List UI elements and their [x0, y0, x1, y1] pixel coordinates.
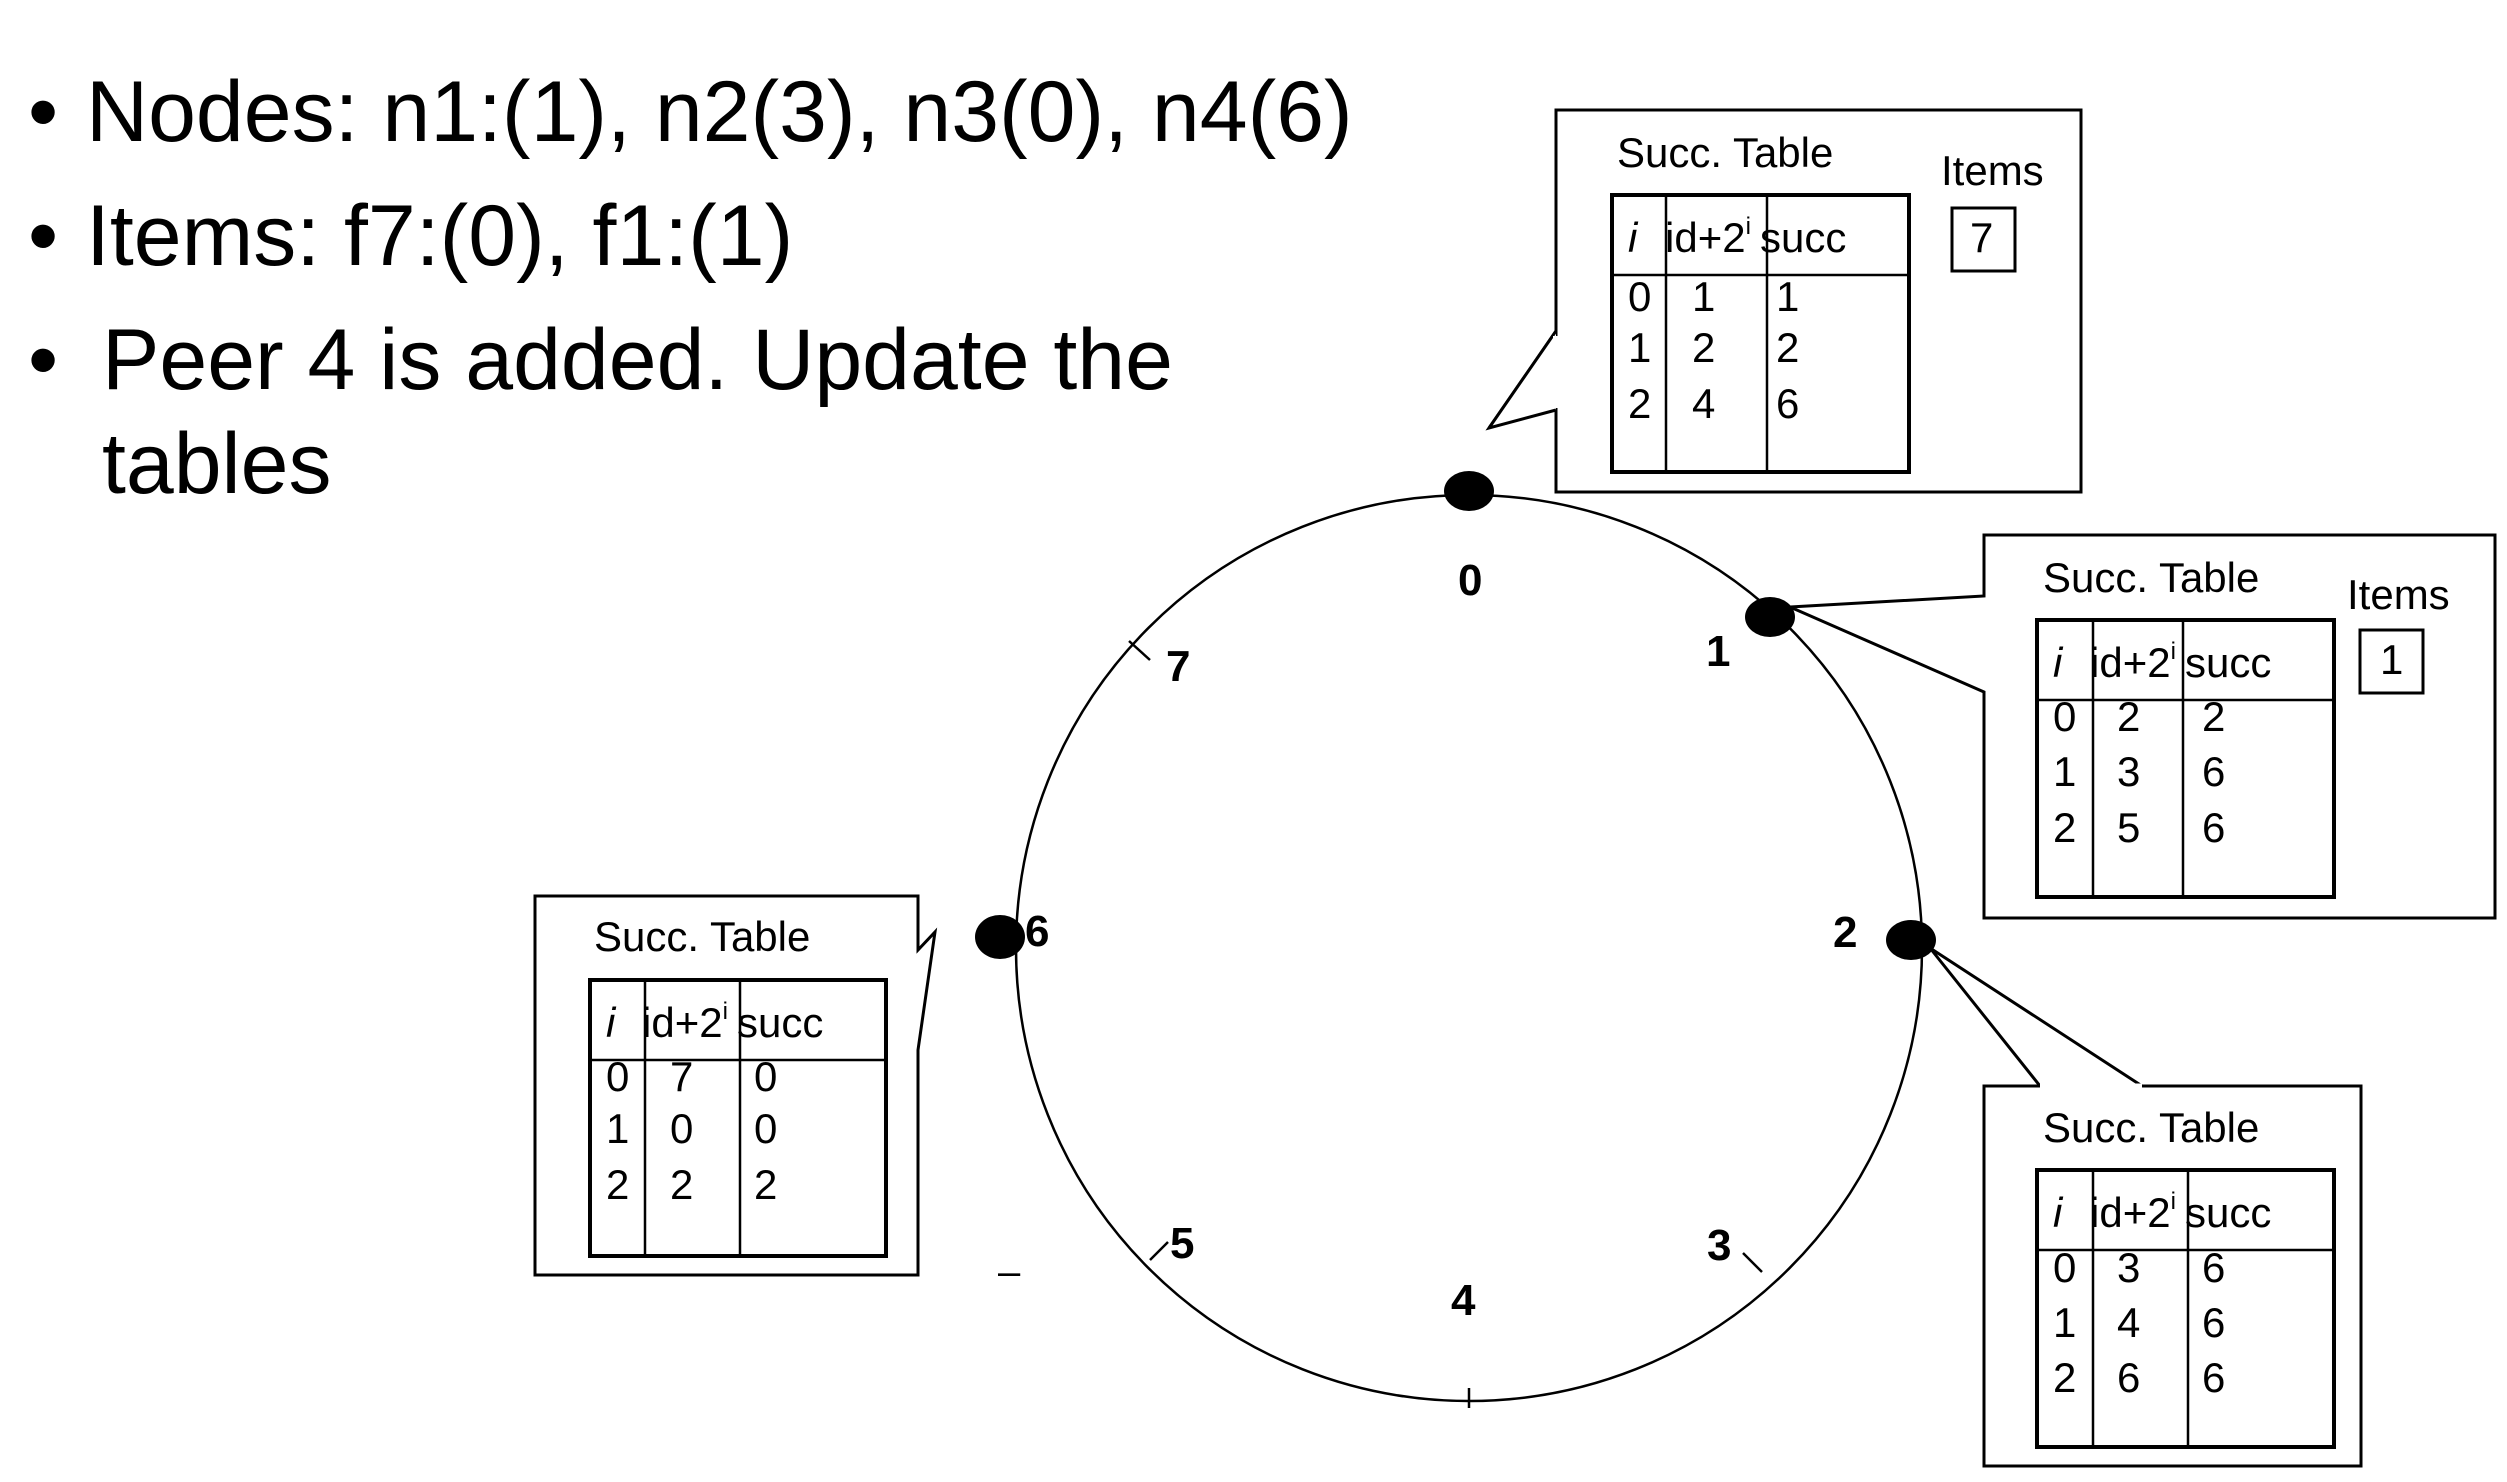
t6-r2-c0: 2 — [606, 1161, 629, 1208]
t0-r2-c0: 2 — [1628, 380, 1651, 427]
succ-table-0-head-succ: succ — [1760, 214, 1846, 261]
t6-r0-c1: 7 — [670, 1053, 693, 1100]
bullet-task: Peer 4 is added. Update the tables — [28, 308, 1353, 516]
succ-table-6-head-sup: i — [723, 998, 728, 1025]
succ-table-0-head-id: id+2i — [1665, 213, 1751, 261]
items-box-0 — [1950, 206, 2017, 273]
t6-r1-c1: 0 — [670, 1105, 693, 1152]
succ-table-1-head-i: i — [2053, 639, 2064, 686]
succ-table-6-head-id: id+2i — [642, 998, 728, 1046]
bullet-task-line1: Peer 4 is added. Update the — [102, 312, 1173, 408]
succ-table-title-6: Succ. Table — [594, 913, 810, 960]
items-label-0: Items — [1941, 147, 2044, 194]
t1-r0-c1: 2 — [2117, 693, 2140, 740]
succ-table-6-head-succ: succ — [737, 999, 823, 1046]
succ-table-1-head-id-text: id+2 — [2090, 639, 2171, 686]
t1-r2-c2: 6 — [2202, 804, 2225, 851]
t0-r1-c2: 2 — [1776, 324, 1799, 371]
items-box-1 — [2358, 628, 2425, 695]
t2-r1-c2: 6 — [2202, 1299, 2225, 1346]
t1-r1-c0: 1 — [2053, 748, 2076, 795]
succ-table-title-0: Succ. Table — [1617, 129, 1833, 176]
t6-r0-c2: 0 — [754, 1053, 777, 1100]
node-dot-1[interactable] — [1745, 597, 1795, 637]
t1-r2-c1: 5 — [2117, 804, 2140, 851]
succ-table-2-head-i: i — [2053, 1189, 2064, 1236]
succ-table-6-head-id-text: id+2 — [642, 999, 723, 1046]
ring-tick-7 — [1128, 640, 1151, 661]
items-label-1: Items — [2347, 571, 2450, 618]
t0-r0-c2: 1 — [1776, 273, 1799, 320]
succ-table-0 — [1610, 193, 1911, 474]
t2-r2-c2: 6 — [2202, 1354, 2225, 1401]
bullet-items: Items: f7:(0), f1:(1) — [28, 184, 1353, 288]
t6-r0-c0: 0 — [606, 1053, 629, 1100]
succ-table-1-head-sup: i — [2171, 638, 2176, 665]
succ-table-6-head-i: i — [606, 999, 617, 1046]
succ-table-0-head-sup: i — [1746, 213, 1751, 240]
succ-table-6 — [588, 978, 888, 1258]
bullet-items-text: Items: f7:(0), f1:(1) — [86, 188, 794, 284]
t6-r2-c1: 2 — [670, 1161, 693, 1208]
t6-r2-c2: 2 — [754, 1161, 777, 1208]
t2-r0-c0: 0 — [2053, 1244, 2076, 1291]
t6-r1-c2: 0 — [754, 1105, 777, 1152]
succ-table-0-head-i: i — [1628, 214, 1639, 261]
bullet-nodes: Nodes: n1:(1), n2(3), n3(0), n4(6) — [28, 60, 1353, 164]
bullet-list: Nodes: n1:(1), n2(3), n3(0), n4(6) Items… — [28, 60, 1353, 516]
callout-node-1 — [1789, 533, 2497, 920]
t2-r0-c2: 6 — [2202, 1244, 2225, 1291]
ring-label-0: 0 — [1458, 556, 1482, 605]
ring-label-1: 1 — [1706, 627, 1730, 676]
ring-label-5: 5 — [1170, 1219, 1194, 1268]
t0-r2-c2: 6 — [1776, 380, 1799, 427]
t1-r2-c0: 2 — [2053, 804, 2076, 851]
t1-r0-c2: 2 — [2202, 693, 2225, 740]
succ-table-title-1: Succ. Table — [2043, 554, 2259, 601]
bullet-task-line2: tables — [102, 416, 332, 512]
node-dot-6[interactable] — [975, 915, 1025, 959]
succ-table-0-head-id-text: id+2 — [1665, 214, 1746, 261]
t0-r1-c1: 2 — [1692, 324, 1715, 371]
t6-r1-c0: 1 — [606, 1105, 629, 1152]
succ-table-2 — [2035, 1168, 2336, 1449]
items-value-0: 7 — [1970, 214, 1993, 261]
t2-r1-c0: 1 — [2053, 1299, 2076, 1346]
succ-table-1-head-succ: succ — [2185, 639, 2271, 686]
succ-table-1 — [2035, 618, 2336, 899]
succ-table-2-head-id-text: id+2 — [2090, 1189, 2171, 1236]
ring-label-4: 4 — [1451, 1276, 1476, 1325]
callout-node-6 — [533, 894, 938, 1277]
t2-r0-c1: 3 — [2117, 1244, 2140, 1291]
t0-r1-c0: 1 — [1628, 324, 1651, 371]
ring-tick-3 — [1742, 1252, 1763, 1273]
items-value-1: 1 — [2380, 636, 2403, 683]
ring-label-2: 2 — [1833, 908, 1857, 957]
succ-table-2-head-sup: i — [2171, 1188, 2176, 1215]
succ-table-1-head-id: id+2i — [2090, 638, 2176, 686]
succ-table-title-2: Succ. Table — [2043, 1104, 2259, 1151]
succ-table-2-head-id: id+2i — [2090, 1188, 2176, 1236]
t0-r0-c0: 0 — [1628, 273, 1651, 320]
ring-label-3: 3 — [1707, 1221, 1731, 1270]
t1-r1-c2: 6 — [2202, 748, 2225, 795]
node-dot-2[interactable] — [1886, 920, 1936, 960]
succ-table-2-head-succ: succ — [2185, 1189, 2271, 1236]
ring-label-7: 7 — [1166, 642, 1190, 691]
t2-r1-c1: 4 — [2117, 1299, 2140, 1346]
t1-r1-c1: 3 — [2117, 748, 2140, 795]
t0-r2-c1: 4 — [1692, 380, 1715, 427]
t1-r0-c0: 0 — [2053, 693, 2076, 740]
node-dot-0[interactable] — [1444, 471, 1494, 511]
t0-r0-c1: 1 — [1692, 273, 1715, 320]
ring-tick-5 — [1149, 1241, 1169, 1261]
t2-r2-c0: 2 — [2053, 1354, 2076, 1401]
stray-mark: – — [998, 1250, 1021, 1294]
t2-r2-c1: 6 — [2117, 1354, 2140, 1401]
ring-label-6: 6 — [1025, 907, 1049, 956]
bullet-nodes-text: Nodes: n1:(1), n2(3), n3(0), n4(6) — [86, 64, 1353, 160]
